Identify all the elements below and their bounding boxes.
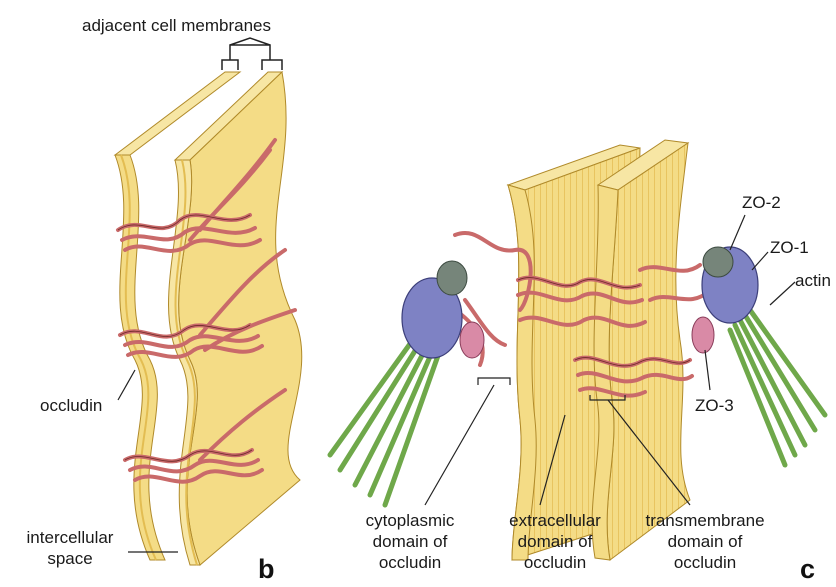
transmembrane-domain-label: transmembrane domain of occludin: [635, 510, 775, 573]
panel-b-figure: [115, 38, 302, 565]
zo1-label: ZO-1: [770, 237, 809, 258]
extracellular-line-1: extracellular: [490, 510, 620, 531]
left-zo3-protein: [460, 322, 484, 358]
zo2-label: ZO-2: [742, 192, 781, 213]
extracellular-line-3: occludin: [490, 552, 620, 573]
intercellular-space-label: intercellular space: [10, 527, 130, 569]
panel-letter-c: c: [800, 554, 815, 585]
left-zo-complex: [330, 261, 484, 505]
transmembrane-line-1: transmembrane: [635, 510, 775, 531]
occludin-label-b: occludin: [40, 395, 102, 416]
right-zo2-protein: [703, 247, 733, 277]
actin-label: actin: [795, 270, 831, 291]
cytoplasmic-domain-label: cytoplasmic domain of occludin: [345, 510, 475, 573]
panel-letter-b: b: [258, 554, 275, 585]
cytoplasmic-line-3: occludin: [345, 552, 475, 573]
right-zo3-protein: [692, 317, 714, 353]
right-actin-filaments: [730, 310, 825, 465]
cytoplasmic-line-1: cytoplasmic: [345, 510, 475, 531]
cytoplasmic-line-2: domain of: [345, 531, 475, 552]
right-membrane-c: [592, 140, 690, 560]
extracellular-domain-label: extracellular domain of occludin: [490, 510, 620, 573]
transmembrane-line-2: domain of: [635, 531, 775, 552]
left-zo2-protein: [437, 261, 467, 295]
extracellular-line-2: domain of: [490, 531, 620, 552]
adjacent-cell-membranes-label: adjacent cell membranes: [82, 15, 271, 36]
right-cell-membrane: [169, 72, 302, 565]
intercellular-line-2: space: [10, 548, 130, 569]
transmembrane-line-3: occludin: [635, 552, 775, 573]
intercellular-line-1: intercellular: [10, 527, 130, 548]
zo3-label: ZO-3: [695, 395, 734, 416]
adjacent-membranes-bracket: [222, 38, 282, 70]
occludin-leader: [118, 370, 135, 400]
